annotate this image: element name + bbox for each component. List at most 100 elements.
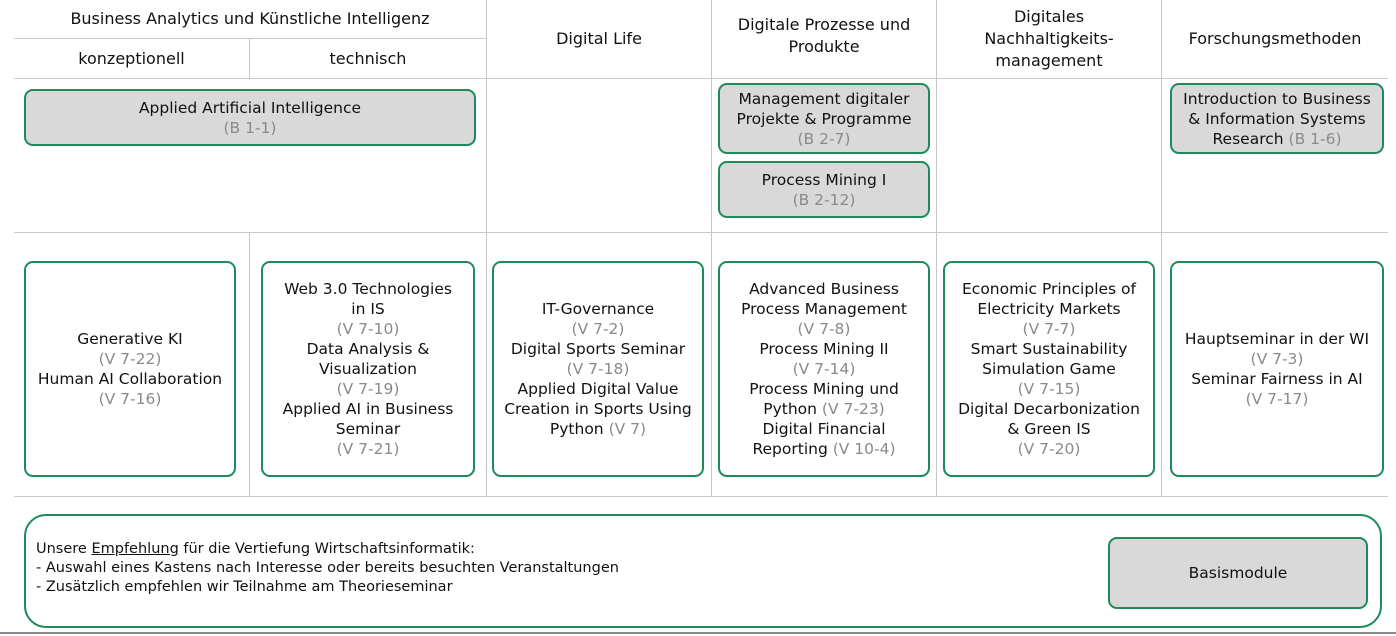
recommendation-bullet: - Auswahl eines Kastens nach Interesse o… — [36, 560, 619, 576]
module-title: Simulation Game — [982, 360, 1116, 378]
header-ba-ki: Business Analytics und Künstliche Intell… — [14, 0, 486, 38]
module-title: Process Management — [741, 300, 907, 318]
legend-basismodule: Basismodule — [1108, 537, 1368, 609]
recommendation-box: Unsere Empfehlung für die Vertiefung Wir… — [24, 514, 1382, 628]
module-title: Python — [763, 400, 817, 418]
recommendation-suffix: für die Vertiefung Wirtschaftsinformatik… — [178, 541, 475, 557]
header-text: Nachhaltigkeits- — [984, 29, 1114, 48]
header-text: Digitales — [1013, 7, 1085, 26]
module-code: (V 7-3) — [1250, 350, 1304, 368]
header-text: management — [995, 51, 1103, 70]
grid-line — [711, 0, 712, 497]
header-technisch-text: technisch — [329, 48, 407, 68]
module-code: (V 7-22) — [98, 350, 162, 368]
module-title: Seminar — [335, 420, 401, 438]
module-title: Projekte & Programme — [736, 109, 912, 128]
grid-line — [249, 39, 250, 78]
grid-line — [1161, 0, 1162, 497]
module-code: (V 7-2) — [571, 320, 625, 338]
module-code: (V 7-17) — [1245, 390, 1309, 408]
module-code: (V 7-20) — [1017, 440, 1081, 458]
recommendation-text: Unsere Empfehlung für die Vertiefung Wir… — [36, 540, 619, 597]
module-title: Management digitaler — [738, 89, 910, 108]
module-title: Economic Principles of — [962, 280, 1136, 298]
box-konzeptionell[interactable]: Generative KI (V 7-22) Human AI Collabor… — [24, 261, 236, 477]
module-title: Reporting — [752, 440, 828, 458]
legend-label: Basismodule — [1188, 564, 1288, 582]
recommendation-bullet: - Zusätzlich empfehlen wir Teilnahme am … — [36, 579, 453, 595]
module-title: Visualization — [319, 360, 417, 378]
grid-line — [14, 232, 1388, 233]
module-title: Research — [1212, 129, 1284, 148]
box-technisch[interactable]: Web 3.0 Technologies in IS (V 7-10) Data… — [261, 261, 475, 477]
box-nachhaltigkeit[interactable]: Economic Principles of Electricity Marke… — [943, 261, 1155, 477]
module-code: (V 7-16) — [98, 390, 162, 408]
module-code: (V 7-10) — [336, 320, 400, 338]
header-konzeptionell-text: konzeptionell — [78, 48, 185, 68]
module-management-digitaler-projekte[interactable]: Management digitaler Projekte & Programm… — [718, 83, 930, 154]
module-code: (V 7-23) — [821, 400, 885, 418]
module-title: Data Analysis & — [306, 340, 430, 358]
module-title: Digital Decarbonization — [958, 400, 1140, 418]
module-title: Hauptseminar in der WI — [1184, 330, 1370, 348]
module-code: (V 7-21) — [336, 440, 400, 458]
box-digital-life[interactable]: IT-Governance (V 7-2) Digital Sports Sem… — [492, 261, 704, 477]
header-digital-life-text: Digital Life — [556, 29, 642, 48]
header-digital-life: Digital Life — [487, 0, 711, 78]
grid-line — [486, 0, 487, 497]
module-title: & Green IS — [1007, 420, 1091, 438]
module-title: Human AI Collaboration — [37, 370, 223, 388]
module-code: (V 7-14) — [792, 360, 856, 378]
module-code: (B 1-6) — [1288, 129, 1342, 148]
module-title: Digital Sports Seminar — [510, 340, 686, 358]
grid-line — [14, 496, 1388, 497]
module-title: Electricity Markets — [977, 300, 1121, 318]
module-code: (V 7-19) — [336, 380, 400, 398]
module-title: in IS — [351, 300, 385, 318]
module-title: Applied Digital Value — [517, 380, 679, 398]
bottom-line — [0, 632, 1396, 634]
module-title: Creation in Sports Using — [504, 400, 692, 418]
module-intro-research[interactable]: Introduction to Business & Information S… — [1170, 83, 1384, 154]
module-title: Applied Artificial Intelligence — [138, 98, 362, 117]
module-title: Digital Financial — [762, 420, 886, 438]
grid-line — [14, 38, 486, 39]
module-title: Web 3.0 Technologies — [284, 280, 452, 298]
module-title: Python — [549, 420, 604, 438]
header-forschung: Forschungsmethoden — [1162, 0, 1388, 78]
box-forschung[interactable]: Hauptseminar in der WI (V 7-3) Seminar F… — [1170, 261, 1384, 477]
module-code: (V 7-18) — [566, 360, 630, 378]
module-code: (V 7-7) — [1022, 320, 1076, 338]
module-title: Generative KI — [77, 330, 183, 348]
module-code: (V 7-15) — [1017, 380, 1081, 398]
header-text: Digitale Prozesse und — [737, 15, 911, 34]
header-ba-ki-text: Business Analytics und Künstliche Intell… — [70, 9, 430, 28]
module-title: Smart Sustainability — [970, 340, 1128, 358]
module-code: (V 7-8) — [797, 320, 851, 338]
box-digitale-prozesse[interactable]: Advanced Business Process Management (V … — [718, 261, 930, 477]
module-title: & Information Systems — [1188, 109, 1366, 128]
module-applied-ai[interactable]: Applied Artificial Intelligence (B 1-1) — [24, 89, 476, 146]
header-digitale-prozesse: Digitale Prozesse und Produkte — [712, 0, 936, 78]
module-title: Advanced Business — [749, 280, 899, 298]
module-title: Seminar Fairness in AI — [1191, 370, 1363, 388]
grid-line — [936, 0, 937, 497]
module-code: (B 2-7) — [797, 129, 851, 148]
module-title: Process Mining I — [761, 170, 887, 189]
module-code: (B 2-12) — [792, 190, 856, 209]
module-code: (B 1-1) — [223, 118, 277, 137]
module-title: IT-Governance — [541, 300, 655, 318]
module-process-mining-1[interactable]: Process Mining I (B 2-12) — [718, 161, 930, 218]
module-title: Applied AI in Business — [282, 400, 454, 418]
header-text: Produkte — [788, 37, 860, 56]
header-konzeptionell: konzeptionell — [14, 39, 249, 78]
grid-line — [14, 78, 1388, 79]
module-code: (V 10-4) — [832, 440, 896, 458]
module-title: Introduction to Business — [1183, 89, 1371, 108]
grid-line — [249, 232, 250, 497]
header-technisch: technisch — [250, 39, 486, 78]
recommendation-underlined: Empfehlung — [91, 541, 179, 557]
header-nachhaltigkeit: Digitales Nachhaltigkeits- management — [937, 0, 1161, 78]
recommendation-prefix: Unsere — [36, 541, 92, 557]
header-forschung-text: Forschungsmethoden — [1188, 29, 1362, 48]
